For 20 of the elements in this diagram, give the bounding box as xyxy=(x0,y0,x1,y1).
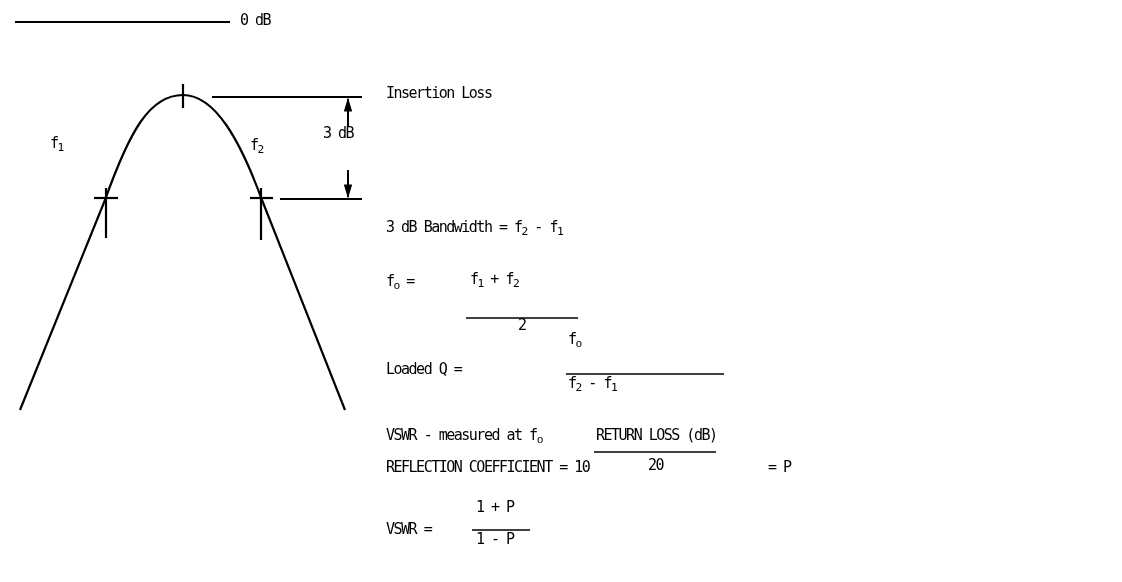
formula-text: Loaded Q = xyxy=(386,360,462,378)
numerator-text: 1 + P xyxy=(476,498,514,516)
formula-text: = P xyxy=(768,458,791,476)
denominator-text: 1 - P xyxy=(476,530,514,548)
exponent-denominator: 20 xyxy=(648,456,664,474)
numerator-text: f$_{1}$ + f$_{2}$ xyxy=(470,270,519,288)
exponent-numerator: RETURN LOSS (dB) xyxy=(596,426,717,444)
denominator-text: f$_{2}$ - f$_{1}$ xyxy=(568,374,617,392)
formula-text: REFLECTION COEFFICIENT = 10 xyxy=(386,458,590,476)
formula-text: VSWR = xyxy=(386,520,432,538)
formula-text: f$_{o}$ = xyxy=(386,272,414,290)
numerator-text: f$_{o}$ xyxy=(568,330,581,348)
formula-text: 3 dB Bandwidth = f$_{2}$ - f$_{1}$ xyxy=(386,218,563,236)
denominator-text: 2 xyxy=(518,316,526,334)
level-label: 0 dB xyxy=(240,11,271,29)
formula-text: VSWR - measured at f$_{o}$ xyxy=(386,426,542,444)
annotation-text: Insertion Loss xyxy=(386,84,492,102)
frequency-label: f$_{2}$ xyxy=(250,136,263,154)
dimension-label: 3 dB xyxy=(323,124,354,142)
frequency-label: f$_{1}$ xyxy=(50,134,63,152)
